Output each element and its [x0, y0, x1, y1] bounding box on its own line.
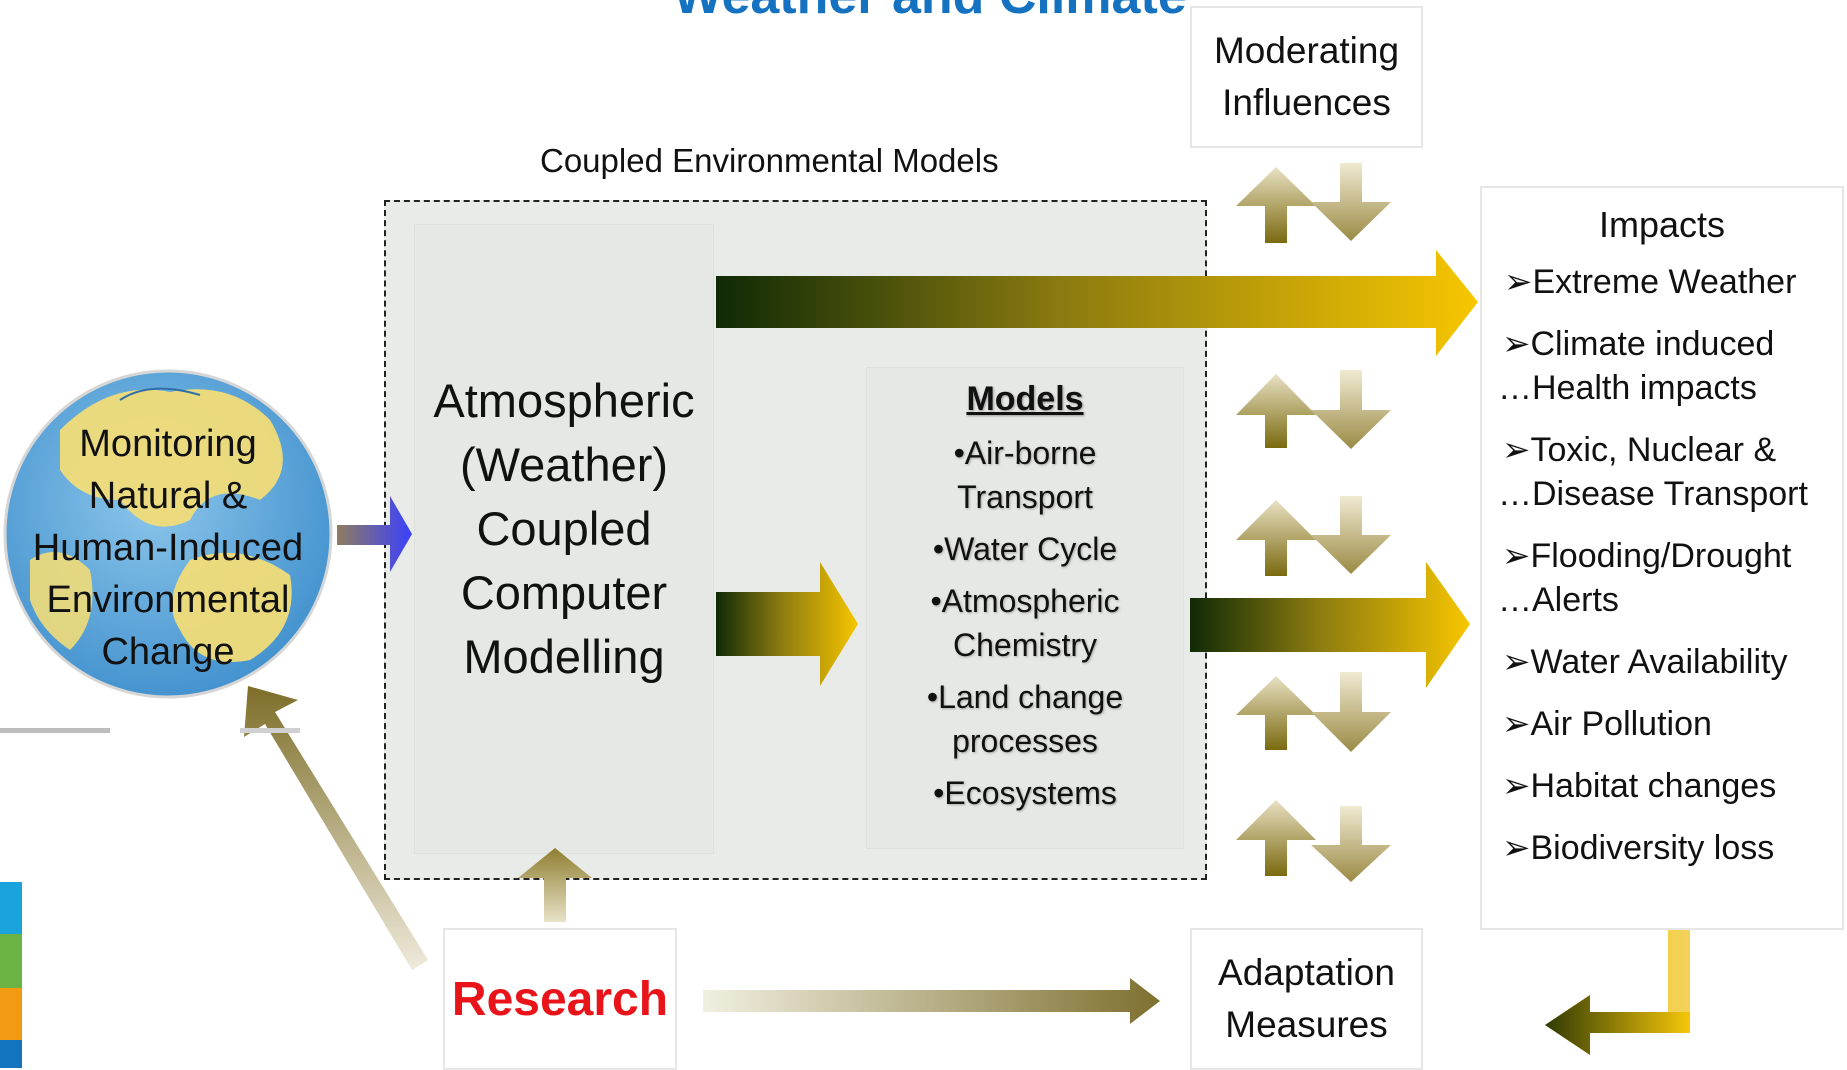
adaptation-measures-box: Adaptation Measures — [1190, 928, 1423, 1070]
atmos-line-4: Computer — [460, 566, 668, 619]
impact-item: ➢Biodiversity loss — [1482, 826, 1842, 870]
impact-item-text: ➢Climate induced — [1502, 325, 1775, 363]
models-item-text: •Ecosystems — [933, 775, 1117, 811]
impact-item-text: ➢Biodiversity loss — [1502, 829, 1775, 867]
models-item: •Atmospheric Chemistry — [867, 579, 1183, 667]
atmospheric-panel: Atmospheric (Weather) Coupled Computer M… — [414, 224, 714, 854]
adaptation-line-1: Adaptation — [1218, 952, 1395, 993]
impact-item: ➢Extreme Weather — [1482, 260, 1842, 304]
globe-line-5: Change — [101, 631, 235, 673]
impact-item-text: ➢Water Availability — [1502, 643, 1788, 681]
extreme-weather-arrow — [716, 250, 1478, 356]
atmos-line-5: Modelling — [463, 630, 665, 683]
impact-item: ➢Air Pollution — [1482, 702, 1842, 746]
moderating-line-1: Moderating — [1213, 30, 1400, 71]
impact-item-text: ➢Habitat changes — [1502, 767, 1777, 805]
impact-item-text: ➢Extreme Weather — [1504, 263, 1797, 301]
models-item: •Water Cycle — [867, 527, 1183, 571]
globe-to-models-arrow — [337, 496, 412, 572]
up-down-arrows-1 — [1236, 163, 1391, 243]
models-item-text: •Water Cycle — [932, 531, 1118, 567]
impact-item: ➢Toxic, Nuclear & …Disease Transport — [1482, 428, 1842, 516]
models-item-text: •Air-borne — [953, 435, 1097, 471]
impact-item-text: …Alerts — [1498, 581, 1619, 619]
models-item-text: Chemistry — [952, 627, 1097, 663]
impact-item: ➢Habitat changes — [1482, 764, 1842, 808]
up-down-arrows-4 — [1236, 672, 1391, 752]
coupled-models-label: Coupled Environmental Models — [540, 142, 999, 179]
impacts-to-adaptation-corner-arrow — [1545, 930, 1690, 1055]
globe-line-2: Natural & — [88, 475, 248, 517]
impact-item-text: …Health impacts — [1498, 369, 1757, 407]
atmos-line-3: Coupled — [476, 502, 652, 555]
impact-item: ➢Climate induced …Health impacts — [1482, 322, 1842, 410]
adaptation-line-2: Measures — [1225, 1004, 1388, 1045]
models-to-impacts-arrow — [1190, 562, 1470, 688]
models-item: •Ecosystems — [867, 771, 1183, 815]
faint-caption-marks — [0, 728, 300, 733]
globe-image — [3, 369, 333, 699]
models-item-text: •Atmospheric — [930, 583, 1120, 619]
research-to-models-arrow — [518, 848, 592, 922]
globe-label: Monitoring Natural & Human-Induced Envir… — [18, 418, 318, 678]
up-down-arrows-2 — [1236, 370, 1391, 449]
globe-line-1: Monitoring — [79, 423, 257, 465]
diagram-title: Weather and Climate — [560, 0, 1300, 26]
globe-line-3: Human-Induced — [32, 527, 304, 569]
up-down-arrows-3 — [1236, 496, 1391, 576]
impact-item-text: ➢Air Pollution — [1502, 705, 1712, 743]
research-label: Research — [451, 972, 669, 1026]
models-item: •Air-borne Transport — [867, 431, 1183, 519]
globe-line-4: Environmental — [46, 579, 290, 621]
left-edge-color-strip — [0, 882, 22, 1068]
models-heading: Models — [966, 380, 1084, 418]
models-item-text: •Land change — [926, 679, 1124, 715]
impact-item-text: ➢Flooding/Drought — [1502, 537, 1792, 575]
impacts-title: Impacts — [1598, 204, 1726, 245]
models-item: •Land change processes — [867, 675, 1183, 763]
moderating-influences-box: Moderating Influences — [1190, 6, 1423, 148]
impact-item-text: …Disease Transport — [1498, 475, 1808, 513]
up-down-arrows-5 — [1236, 800, 1391, 882]
impact-item: ➢Flooding/Drought …Alerts — [1482, 534, 1842, 622]
models-list-panel: Models •Air-borne Transport •Water Cycle… — [866, 367, 1184, 849]
models-item-text: processes — [952, 723, 1098, 759]
moderating-line-2: Influences — [1222, 82, 1391, 123]
atmos-to-models-arrow — [716, 562, 858, 686]
impacts-box: Impacts ➢Extreme Weather ➢Climate induce… — [1480, 186, 1844, 930]
atmos-line-2: (Weather) — [459, 438, 669, 491]
research-to-adaptation-arrow — [703, 978, 1160, 1024]
impact-item-text: ➢Toxic, Nuclear & — [1502, 431, 1777, 469]
models-item-text: Transport — [957, 479, 1093, 515]
atmospheric-text: Atmospheric (Weather) Coupled Computer M… — [433, 369, 694, 689]
research-to-globe-arrow — [244, 686, 428, 970]
atmos-line-1: Atmospheric — [433, 374, 695, 427]
impact-item: ➢Water Availability — [1482, 640, 1842, 684]
research-box: Research — [443, 928, 677, 1070]
